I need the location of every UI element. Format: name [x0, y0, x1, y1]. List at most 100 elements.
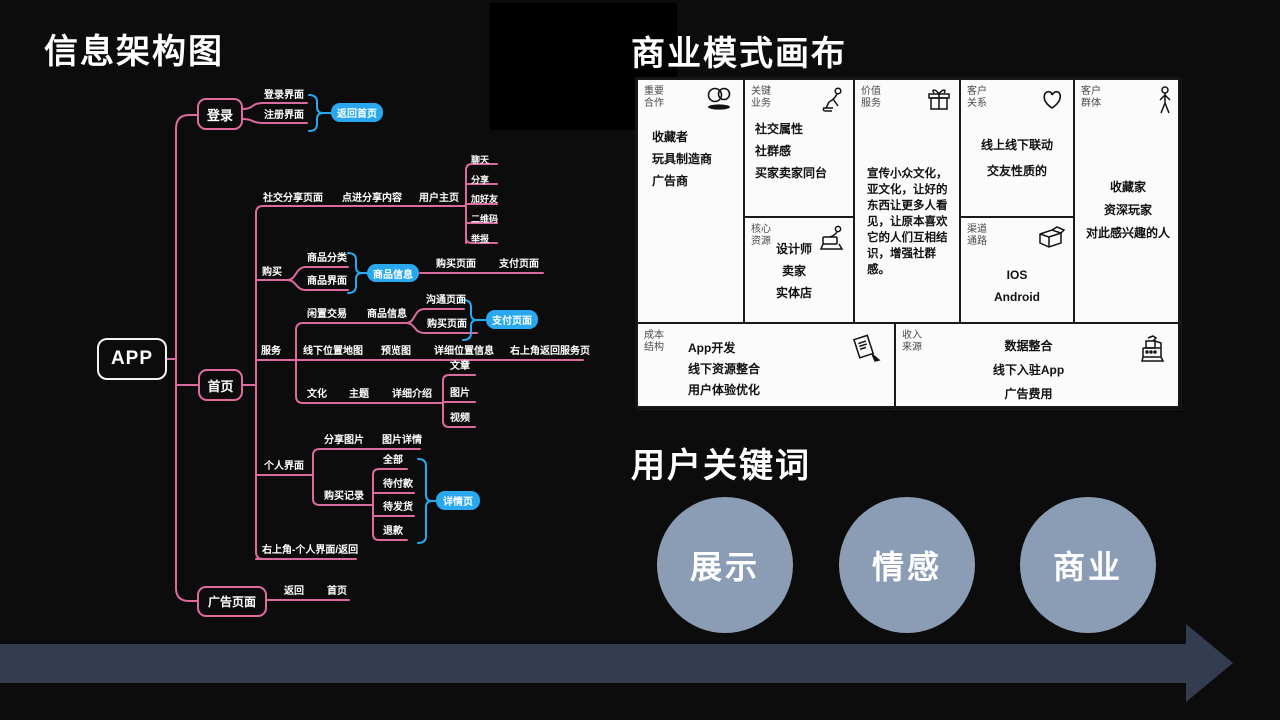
mindmap-label: 登录界面: [264, 90, 304, 101]
canvas-item: 资深玩家: [1103, 203, 1152, 217]
canvas-section-costs: 成本结构 App开发 线下资源整合 用户体验优化: [637, 323, 895, 410]
mindmap-label: 沟通页面: [426, 295, 466, 306]
machine-icon: [819, 225, 844, 250]
mindmap-label: 购买记录: [324, 491, 364, 502]
mindmap-label: 聊天: [471, 155, 490, 165]
mindmap-label: 注册界面: [264, 110, 304, 121]
mindmap-label: 闲置交易: [307, 309, 347, 320]
mindmap-label: 首页: [327, 586, 347, 597]
canvas-item: 卖家: [781, 264, 806, 278]
timeline-arrow-head: [1186, 624, 1233, 702]
canvas-item: 社群感: [755, 144, 792, 158]
canvas-item: 对此感兴趣的人: [1085, 226, 1170, 240]
ad-node: 广告页面: [197, 586, 267, 617]
keyword-circle-display: 展示: [657, 497, 793, 633]
keywords-title: 用户关键词: [631, 447, 811, 485]
blue-braces: [308, 94, 487, 544]
canvas-item: 收藏家: [1109, 180, 1146, 194]
section-title: 核心资源: [751, 224, 771, 247]
section-title: 重要合作: [644, 86, 664, 109]
canvas-item: IOS: [1006, 268, 1028, 282]
section-title: 价值服务: [861, 86, 881, 109]
mindmap-label: 加好友: [471, 194, 499, 204]
canvas-section-revenue: 收入来源 数据整合 线下入驻App 广告费用: [895, 323, 1182, 410]
mindmap-label: 服务: [261, 346, 281, 357]
canvas-item: 线上线下联动: [980, 138, 1053, 152]
architecture-title: 信息架构图: [44, 33, 224, 71]
canvas-item: 数据整合: [1004, 339, 1053, 353]
section-title: 成本结构: [644, 330, 664, 353]
business-model-canvas: 重要合作 收藏者 玩具制造商 广告商 关键业务 社交属性 社群感 买家卖家同台: [635, 77, 1182, 410]
canvas-item: 买家卖家同台: [755, 166, 828, 180]
canvas-item: App开发: [688, 341, 736, 355]
mindmap-label: 详细位置信息: [434, 346, 494, 357]
mindmap-label: 分享: [471, 175, 490, 185]
badge-product-info: 商品信息: [367, 264, 419, 282]
canvas-item: 实体店: [775, 286, 812, 300]
login-node: 登录: [197, 98, 243, 130]
register-icon: [1141, 335, 1165, 362]
root-node: APP: [97, 338, 167, 380]
mindmap-label: 购买: [262, 267, 282, 278]
mindmap-label: 个人界面: [264, 461, 304, 472]
mindmap-label: 详细介绍: [392, 389, 432, 400]
canvas-section-partners: 重要合作 收藏者 玩具制造商 广告商: [637, 79, 744, 323]
mindmap-label: 右上角返回服务页: [510, 346, 590, 357]
worker-icon: [822, 87, 842, 112]
mindmap-label: 购买页面: [436, 259, 476, 270]
receipt-icon: [852, 334, 881, 362]
mindmap-label: 购买页面: [427, 319, 467, 330]
mindmap-connectors: [166, 94, 584, 602]
mindmap-label: 主题: [349, 389, 369, 400]
mindmap-label: 预览图: [381, 346, 411, 357]
mindmap-label: 商品界面: [307, 276, 347, 287]
mindmap-label: 图片详情: [382, 435, 422, 446]
mindmap-label: 商品分类: [307, 253, 347, 264]
canvas-item: 线下入驻App: [992, 363, 1065, 377]
canvas-item: 玩具制造商: [652, 152, 713, 166]
mindmap-label: 全部: [383, 455, 403, 466]
home-node: 首页: [198, 369, 243, 401]
keyword-circle-business: 商业: [1020, 497, 1156, 633]
pink-connectors: [166, 102, 584, 602]
section-title: 客户关系: [967, 86, 987, 109]
mindmap-label: 图片: [450, 388, 470, 399]
mindmap-label: 支付页面: [499, 259, 539, 270]
mindmap-label: 用户主页: [419, 193, 459, 204]
canvas-section-activities: 关键业务 社交属性 社群感 买家卖家同台: [744, 79, 854, 217]
section-title: 客户群体: [1081, 86, 1101, 109]
canvas-item: 用户体验优化: [688, 383, 761, 397]
mindmap-label: 文化: [307, 389, 327, 400]
section-title: 渠道通路: [967, 224, 987, 247]
mindmap-label: 待付款: [383, 479, 413, 490]
mindmap-label: 二维码: [471, 214, 499, 224]
mindmap-label: 商品信息: [367, 309, 407, 320]
canvas-section-customers: 客户群体 收藏家 资深玩家 对此感兴趣的人: [1074, 79, 1182, 323]
value-proposition-text: 宣传小众文化，亚文化，让好的东西让更多人看见，让原本喜欢它的人们互相结识，增强社…: [867, 168, 948, 276]
canvas-item: 广告商: [652, 174, 689, 188]
badge-pay-page: 支付页面: [486, 310, 538, 329]
mindmap-label: 举报: [471, 234, 490, 244]
mindmap-label: 线下位置地图: [303, 346, 363, 357]
gift-icon: [928, 89, 950, 110]
mindmap-label: 点进分享内容: [342, 193, 402, 204]
canvas-item: 社交属性: [755, 122, 804, 136]
mindmap-label: 返回: [284, 586, 304, 597]
keyword-circle-emotion: 情感: [839, 497, 975, 633]
heart-icon: [1043, 90, 1062, 109]
section-title: 收入来源: [902, 330, 922, 353]
mindmap-label: 待发货: [383, 502, 413, 513]
badge-back-home: 返回首页: [331, 103, 383, 122]
canvas-section-value: 价值服务 宣传小众文化，亚文化，让好的东西让更多人看见，让原本喜欢它的人们互相结…: [854, 79, 960, 323]
canvas-item: 交友性质的: [986, 164, 1047, 178]
person-icon: [1159, 86, 1171, 114]
mindmap-label: 分享图片: [324, 435, 364, 446]
canvas-section-relations: 客户关系 线上线下联动 交友性质的: [960, 79, 1074, 217]
canvas-item: 广告费用: [1004, 387, 1053, 401]
section-title: 关键业务: [751, 86, 771, 109]
canvas-item: Android: [994, 290, 1040, 304]
canvas-item: 线下资源整合: [688, 362, 761, 376]
canvas-item: 收藏者: [652, 130, 689, 144]
badge-detail-page: 详情页: [436, 491, 480, 510]
